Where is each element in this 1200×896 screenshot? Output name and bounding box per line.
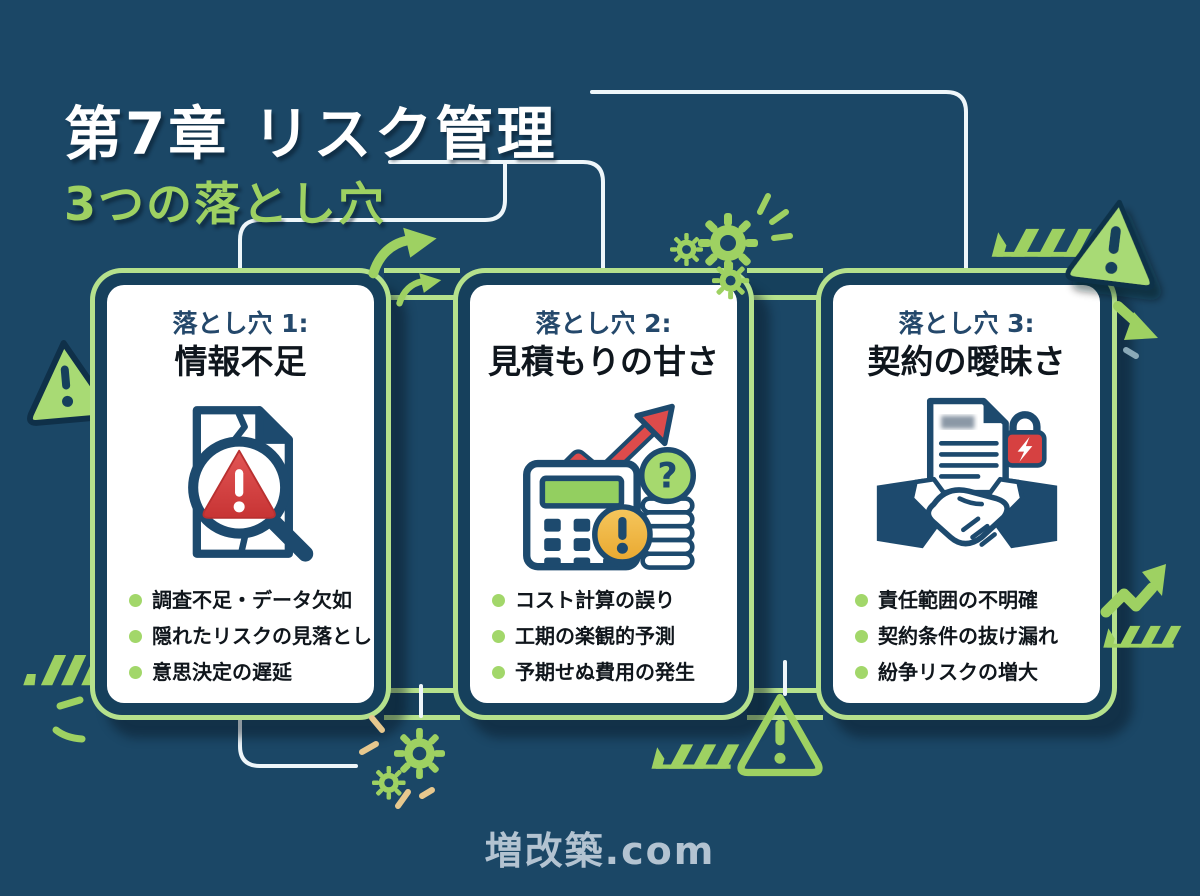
arrow-down-right-icon (1113, 301, 1158, 359)
bullet-text: 責任範囲の不明確 (878, 588, 1038, 613)
bullet-dot-icon (129, 630, 142, 644)
bullet-dot-icon (129, 666, 142, 680)
pitfall-card-1: 落とし穴 1: 情報不足 (90, 268, 391, 720)
spark-dashes-icon (52, 696, 86, 743)
contract-handshake-lock-icon (873, 386, 1061, 578)
bullet-item: 紛争リスクの増大 (855, 660, 1086, 685)
bullet-text: 調査不足・データ欠如 (152, 588, 352, 613)
bullet-item: 責任範囲の不明確 (855, 588, 1086, 613)
subtitle-to-card2-connector (388, 160, 605, 270)
bullet-item: 調査不足・データ欠如 (129, 588, 360, 613)
page-title: 第7章 リスク管理 (64, 99, 558, 168)
bullet-dot-icon (492, 594, 505, 608)
gears-icon (359, 715, 445, 809)
spark-dashes-icon (757, 193, 793, 241)
warning-triangle-outline-icon (737, 693, 823, 777)
bullet-text: 予期せぬ費用の発生 (515, 660, 695, 685)
card-border: 落とし穴 3: 契約の曖昧さ (821, 273, 1112, 715)
bullet-dot-icon (492, 630, 505, 644)
card-title: 情報不足 (174, 342, 307, 381)
card-title: 見積もりの甘さ (488, 342, 719, 381)
bullet-item: 隠れたリスクの見落とし (129, 624, 372, 649)
torn-document-magnifier-icon (147, 386, 335, 578)
bullet-list: 調査不足・データ欠如 隠れたリスクの見落とし 意思決定の遅延 (121, 588, 372, 696)
bullet-text: 意思決定の遅延 (152, 660, 292, 685)
bullet-text: 契約条件の抜け漏れ (878, 624, 1058, 649)
bullet-dot-icon (855, 666, 868, 680)
card-border: 落とし穴 1: 情報不足 (95, 273, 386, 715)
calculator-cost-overrun-icon: ? (510, 386, 698, 578)
bullet-dot-icon (492, 666, 505, 680)
bullet-list: 責任範囲の不明確 契約条件の抜け漏れ 紛争リスクの増大 (847, 588, 1086, 696)
hazard-stripes-icon (23, 655, 98, 686)
hazard-stripes-icon (991, 228, 1092, 257)
bullet-item: 工期の楽観的予測 (492, 624, 723, 649)
card-label: 落とし穴 2: (535, 309, 672, 338)
footer-brand: 増改築.com (484, 829, 716, 873)
pitfall-card-2: 落とし穴 2: 見積もりの甘さ (453, 268, 754, 720)
bullet-item: コスト計算の誤り (492, 588, 723, 613)
bullet-text: 紛争リスクの増大 (878, 660, 1038, 685)
hazard-stripes-icon (651, 744, 740, 769)
bullet-text: 隠れたリスクの見落とし (152, 624, 372, 649)
card-title: 契約の曖昧さ (867, 342, 1066, 381)
bullet-text: 工期の楽観的予測 (515, 624, 675, 649)
title-to-card3-connector (590, 90, 968, 270)
spark-dashes-icon (359, 715, 435, 809)
bullet-item: 予期せぬ費用の発生 (492, 660, 723, 685)
card1-bottom-connector (238, 718, 358, 768)
bullet-dot-icon (129, 594, 142, 608)
bullet-text: コスト計算の誤り (515, 588, 675, 613)
card-label: 落とし穴 3: (898, 309, 1035, 338)
bullet-item: 契約条件の抜け漏れ (855, 624, 1086, 649)
bullet-dot-icon (855, 594, 868, 608)
svg-text:?: ? (657, 457, 677, 497)
bullet-list: コスト計算の誤り 工期の楽観的予測 予期せぬ費用の発生 (484, 588, 723, 696)
bullet-dot-icon (855, 630, 868, 644)
page-subtitle: 3つの落とし穴 (64, 177, 387, 232)
bullet-item: 意思決定の遅延 (129, 660, 360, 685)
card-label: 落とし穴 1: (172, 309, 309, 338)
card-border: 落とし穴 2: 見積もりの甘さ (458, 273, 749, 715)
pitfall-card-3: 落とし穴 3: 契約の曖昧さ (816, 268, 1117, 720)
